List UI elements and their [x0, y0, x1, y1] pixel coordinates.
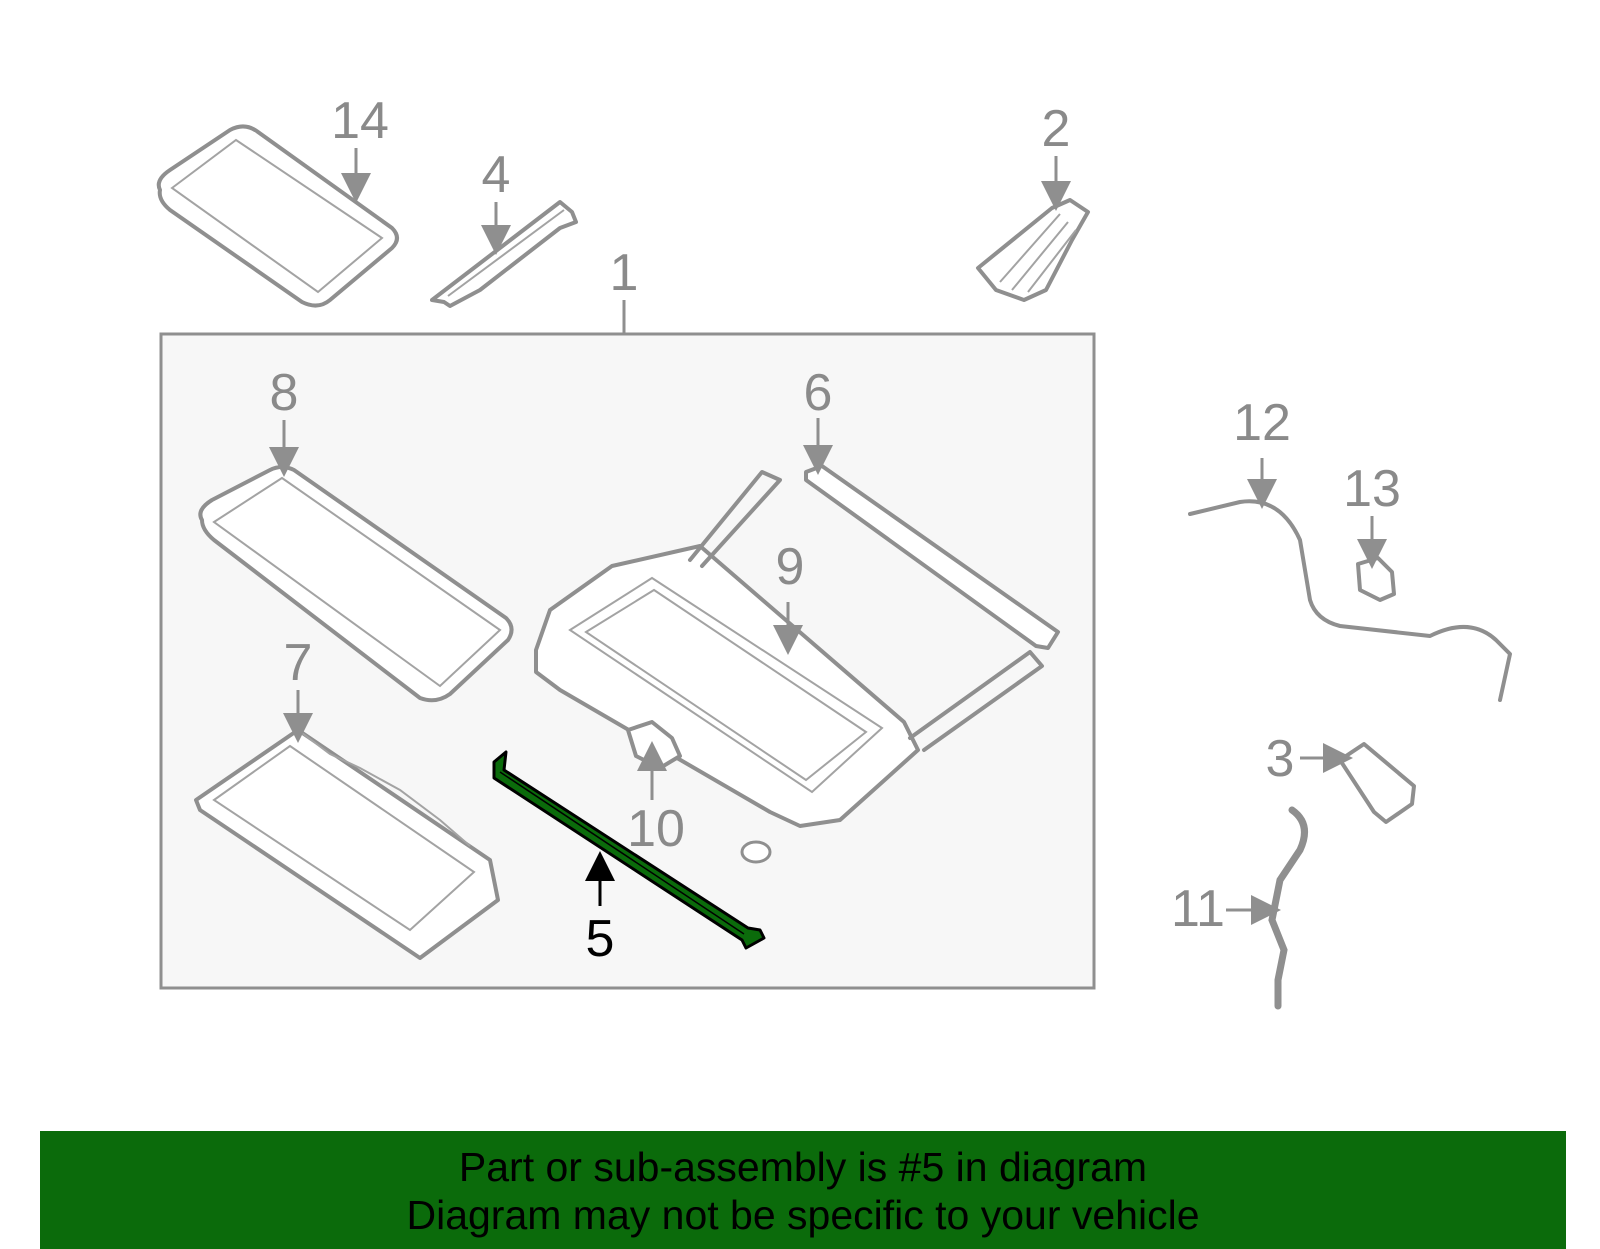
callout-2: 2 — [1042, 100, 1071, 158]
callout-13: 13 — [1343, 460, 1401, 518]
callout-14: 14 — [331, 92, 389, 150]
part-9-frame — [534, 470, 1044, 828]
callout-8: 8 — [270, 364, 299, 422]
part-13-clip — [1356, 556, 1396, 602]
part-14-glass — [156, 124, 399, 308]
callout-7: 7 — [284, 634, 313, 692]
banner-line-1: Part or sub-assembly is #5 in diagram — [458, 1144, 1148, 1190]
banner-line-2: Diagram may not be specific to your vehi… — [406, 1192, 1200, 1238]
part-4-bracket — [430, 200, 578, 308]
parts-diagram: 1 2 3 4 5 6 7 8 9 10 11 12 13 14 — [156, 92, 1512, 1010]
callout-5[interactable]: 5 — [586, 910, 615, 968]
callout-3: 3 — [1266, 730, 1295, 788]
part-8-glass — [198, 465, 514, 703]
part-2-bracket — [976, 198, 1090, 302]
part-3-bracket — [1338, 742, 1416, 824]
grommet — [740, 840, 772, 864]
part-12-hose — [1188, 499, 1512, 702]
part-11-hose — [1268, 806, 1308, 1010]
callout-1: 1 — [610, 244, 639, 302]
part-5-trim — [492, 750, 766, 950]
callout-6: 6 — [804, 364, 833, 422]
callout-9: 9 — [776, 538, 805, 596]
callout-4: 4 — [482, 146, 511, 204]
callout-11: 11 — [1171, 880, 1225, 938]
info-banner: Part or sub-assembly is #5 in diagram Di… — [40, 1131, 1566, 1249]
callout-10: 10 — [627, 800, 685, 858]
callout-12: 12 — [1233, 394, 1291, 452]
